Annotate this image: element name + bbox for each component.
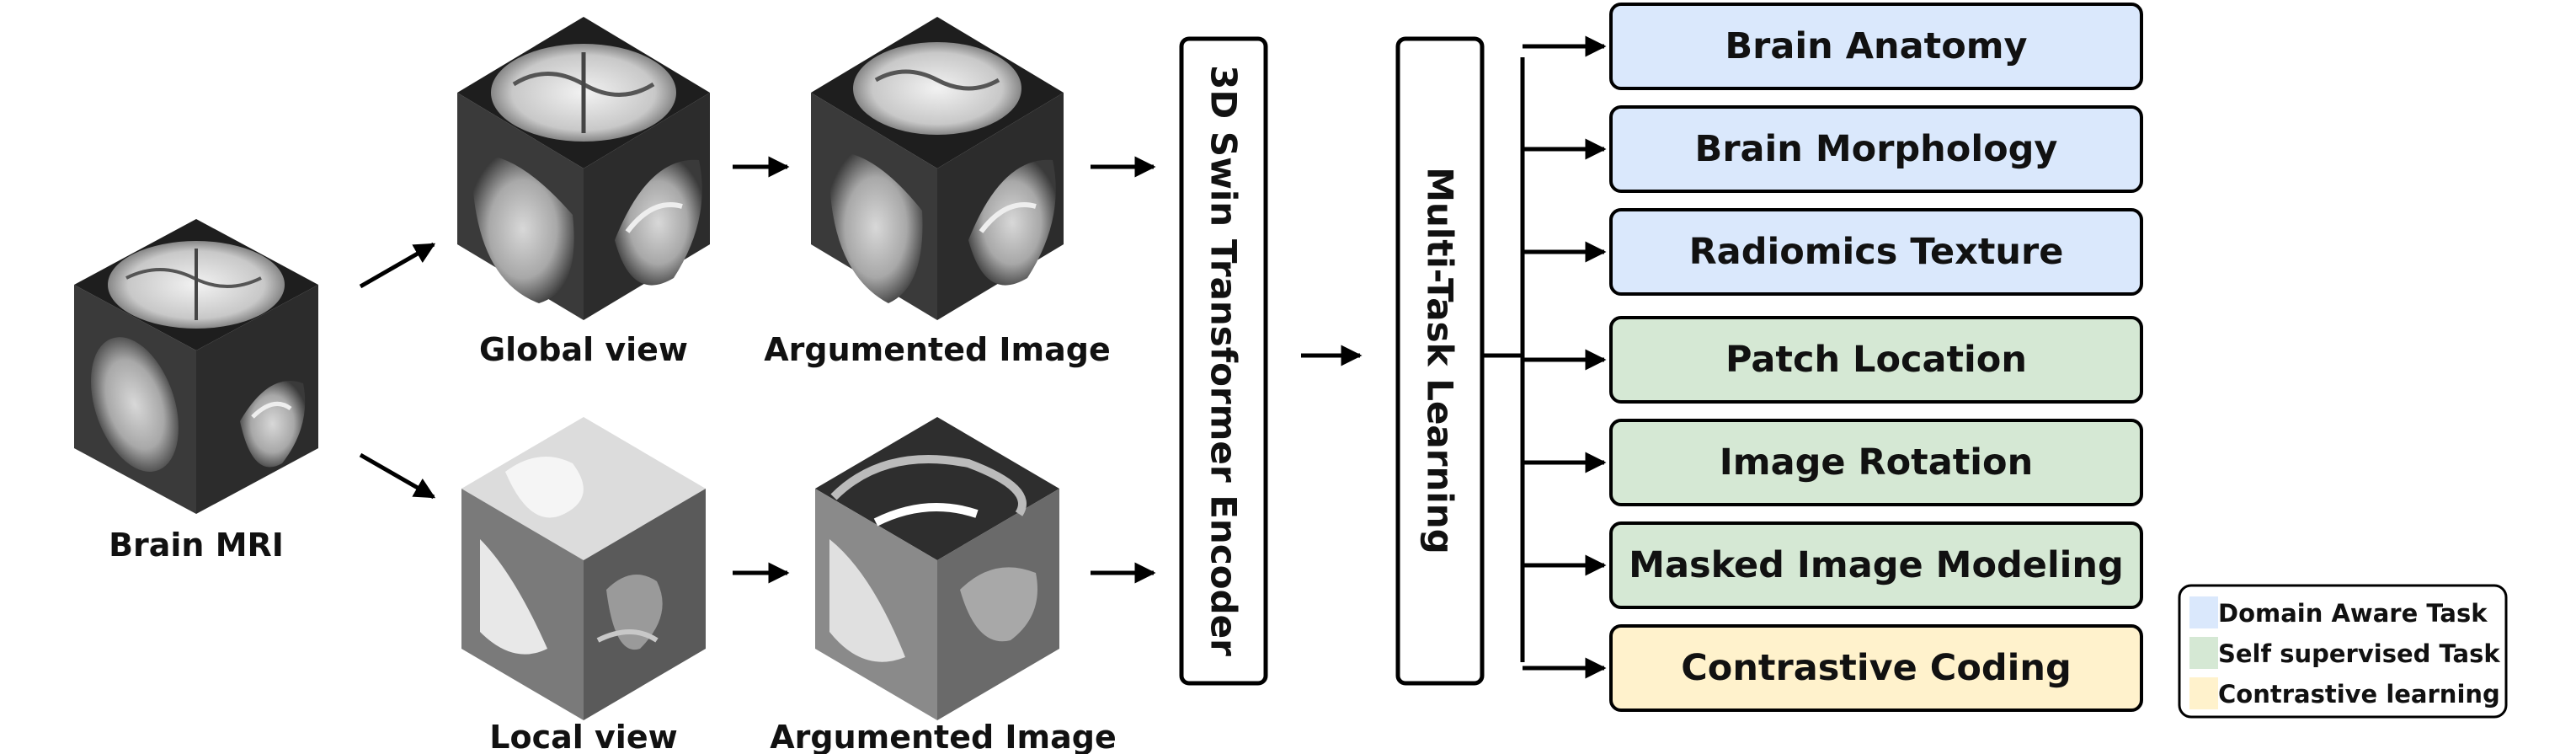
task-patch-location: Patch Location bbox=[1609, 316, 2143, 404]
task-radiomics-texture: Radiomics Texture bbox=[1609, 208, 2143, 296]
global-view-cube bbox=[457, 17, 710, 320]
brain-mri-caption: Brain MRI bbox=[109, 527, 284, 564]
local-view-cube bbox=[461, 417, 706, 720]
task-box bbox=[1609, 521, 2143, 609]
task-label: Patch Location bbox=[1725, 339, 2027, 381]
legend-box bbox=[2178, 584, 2508, 719]
task-box bbox=[1609, 624, 2143, 712]
encoder-label: 3D Swin Transformer Encoder bbox=[1203, 65, 1245, 656]
local-view-caption: Local view bbox=[489, 719, 677, 754]
task-label: Image Rotation bbox=[1720, 441, 2033, 484]
mtl-box bbox=[1395, 36, 1485, 686]
global-augmented-caption: Argumented Image bbox=[764, 331, 1111, 368]
brain-mri-cube bbox=[74, 219, 318, 514]
task-box bbox=[1609, 419, 2143, 506]
legend-swatch bbox=[2189, 596, 2218, 628]
task-label: Contrastive Coding bbox=[1681, 647, 2072, 689]
task-brain-anatomy: Brain Anatomy bbox=[1609, 3, 2143, 90]
task-contrastive-coding: Contrastive Coding bbox=[1609, 624, 2143, 712]
legend-item-domain-aware-task: Domain Aware Task bbox=[2189, 596, 2488, 628]
task-box bbox=[1609, 208, 2143, 296]
legend-swatch bbox=[2189, 637, 2218, 669]
local-augmented-caption: Argumented Image bbox=[770, 719, 1117, 754]
legend-label: Domain Aware Task bbox=[2218, 599, 2488, 628]
legend-label: Self supervised Task bbox=[2218, 639, 2500, 668]
task-box bbox=[1609, 105, 2143, 193]
task-masked-image-modeling: Masked Image Modeling bbox=[1609, 521, 2143, 609]
task-box bbox=[1609, 3, 2143, 90]
task-label: Brain Morphology bbox=[1695, 128, 2058, 170]
legend-item-contrastive-learning: Contrastive learning bbox=[2189, 677, 2500, 709]
task-label: Radiomics Texture bbox=[1689, 231, 2064, 273]
task-label: Brain Anatomy bbox=[1725, 25, 2027, 67]
task-brain-morphology: Brain Morphology bbox=[1609, 105, 2143, 193]
legend-item-self-supervised-task: Self supervised Task bbox=[2189, 637, 2500, 669]
mtl-label: Multi-Task Learning bbox=[1420, 167, 1461, 554]
legend-label: Contrastive learning bbox=[2218, 680, 2500, 709]
legend-swatch bbox=[2189, 677, 2218, 709]
arrow-mri-to-global bbox=[359, 242, 436, 289]
global-view-caption: Global view bbox=[479, 331, 688, 368]
encoder-box bbox=[1179, 36, 1268, 686]
task-box bbox=[1609, 316, 2143, 404]
global-augmented-cube bbox=[811, 17, 1064, 320]
arrow-mri-to-local bbox=[359, 452, 436, 500]
task-label: Masked Image Modeling bbox=[1629, 544, 2124, 586]
task-image-rotation: Image Rotation bbox=[1609, 419, 2143, 506]
local-augmented-cube bbox=[815, 417, 1059, 720]
